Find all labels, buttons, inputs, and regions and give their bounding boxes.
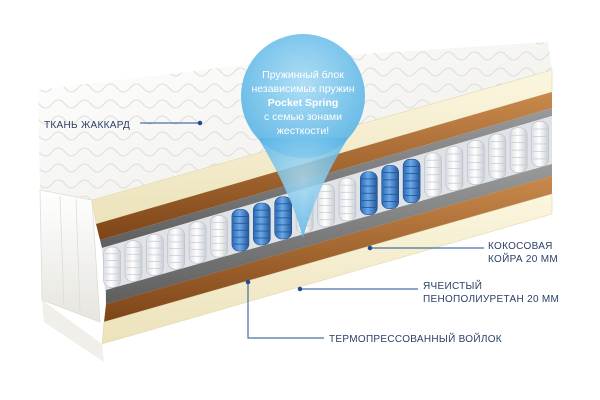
- bubble-line-1: Пружинный блок: [262, 69, 344, 81]
- leader-felt-dot: [245, 279, 251, 285]
- label-foam-line-1: ЯЧЕИСТЫЙ: [423, 281, 483, 292]
- top-felt-layer: [100, 108, 552, 248]
- label-thermo-felt: ТЕРМОПРЕССОВАННЫЙ ВОЙЛОК: [329, 334, 502, 345]
- pocket-springs: [103, 121, 549, 288]
- label-foam-line-2: ПЕНОПОЛИУРЕТАН 20 ММ: [423, 294, 560, 305]
- label-cellular-foam: ЯЧЕИСТЫЙ ПЕНОПОЛИУРЕТАН 20 ММ: [423, 280, 559, 306]
- callout-bubble: [241, 34, 365, 238]
- leader-jacquard-dot: [197, 120, 203, 126]
- leader-coir-dot: [367, 245, 373, 251]
- bubble-line-2: независимых пружин: [251, 83, 355, 95]
- bubble-line-5: жесткости!: [276, 125, 330, 137]
- bottom-coir-layer: [104, 176, 552, 322]
- label-coir-line-1: КОКОСОВАЯ: [488, 241, 553, 252]
- leader-lines: [140, 120, 484, 339]
- label-jacquard-fabric: ТКАНЬ ЖАККАРД: [44, 120, 131, 131]
- leader-felt: [247, 282, 324, 339]
- leader-foam-dot: [297, 286, 303, 292]
- label-coconut-coir: КОКОСОВАЯ КОЙРА 20 ММ: [488, 240, 558, 266]
- bottom-felt-layer: [106, 164, 552, 304]
- label-coir-line-2: КОЙРА 20 ММ: [488, 254, 558, 265]
- bubble-caption: Пружинный блок независимых пружин Pocket…: [240, 68, 366, 138]
- mattress-side-face: [39, 189, 101, 323]
- bubble-line-4: с семью зонами: [264, 111, 342, 123]
- mattress-base: [42, 300, 104, 362]
- bottom-cream-layer: [101, 193, 553, 345]
- bubble-line-3: Pocket Spring: [267, 97, 339, 109]
